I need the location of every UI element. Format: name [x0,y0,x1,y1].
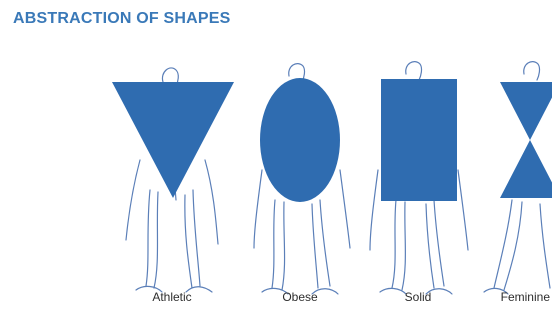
obese-figure [254,64,350,294]
caption-solid: Solid [378,290,458,304]
hourglass-shape [500,82,552,198]
caption-obese: Obese [260,290,340,304]
rectangle-shape [381,79,457,201]
caption-feminine: Feminine [470,290,550,304]
athletic-figure [112,68,234,292]
caption-athletic: Athletic [132,290,212,304]
ellipse-shape [260,78,340,202]
inverted-triangle-shape [112,82,234,198]
solid-figure [370,62,468,294]
feminine-figure [484,62,552,294]
